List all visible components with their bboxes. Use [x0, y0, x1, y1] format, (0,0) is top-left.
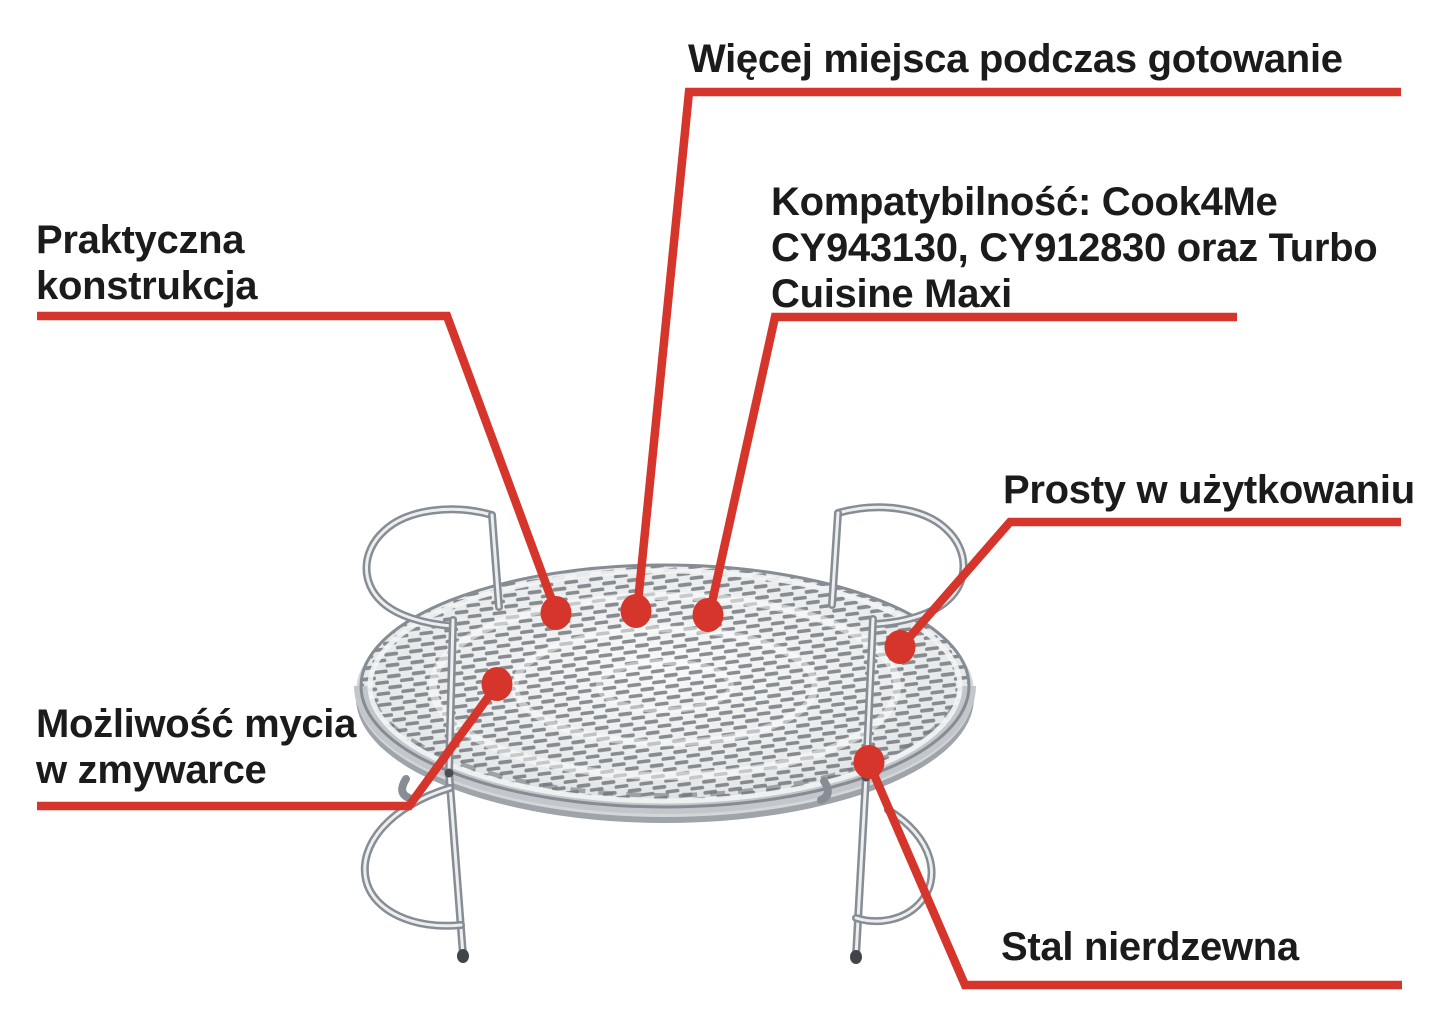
handle-right — [828, 503, 968, 628]
callout-label-compatibility: Kompatybilność: Cook4Me CY943130, CY9128… — [771, 180, 1378, 316]
pressed-rings — [429, 592, 901, 780]
callout-label-more-space: Więcej miejsca podczas gotowanie — [688, 37, 1343, 81]
callout-line-dishwasher-safe — [37, 682, 501, 811]
callout-label-practical-design: Praktyczna konstrukcja — [36, 218, 258, 308]
callout-dot-dishwasher-safe — [481, 667, 513, 701]
foot-right — [850, 950, 862, 964]
callout-line-more-space — [632, 87, 1401, 613]
foot-left — [457, 949, 469, 963]
callout-label-easy-to-use: Prosty w użytkowaniu — [1003, 468, 1415, 512]
handle-left — [362, 505, 503, 630]
callout-line-practical-design — [37, 311, 561, 616]
grill-plate — [354, 563, 976, 823]
callout-dot-practical-design — [540, 596, 572, 630]
callout-dot-easy-to-use — [884, 630, 916, 664]
mesh-surface — [361, 565, 969, 807]
callout-dot-more-space — [620, 594, 652, 628]
callout-line-stainless-steel — [865, 761, 1402, 990]
callout-label-stainless-steel: Stal nierdzewna — [1001, 925, 1299, 969]
callout-dot-compatibility — [692, 598, 724, 632]
callout-dot-stainless-steel — [853, 745, 885, 779]
callout-lines — [37, 87, 1402, 990]
callout-dots — [481, 594, 916, 779]
callout-line-compatibility — [704, 312, 1237, 617]
callout-label-dishwasher-safe: Możliwość mycia w zmywarce — [36, 702, 357, 792]
callout-line-easy-to-use — [897, 517, 1401, 650]
rim-vent-slots — [370, 699, 960, 798]
